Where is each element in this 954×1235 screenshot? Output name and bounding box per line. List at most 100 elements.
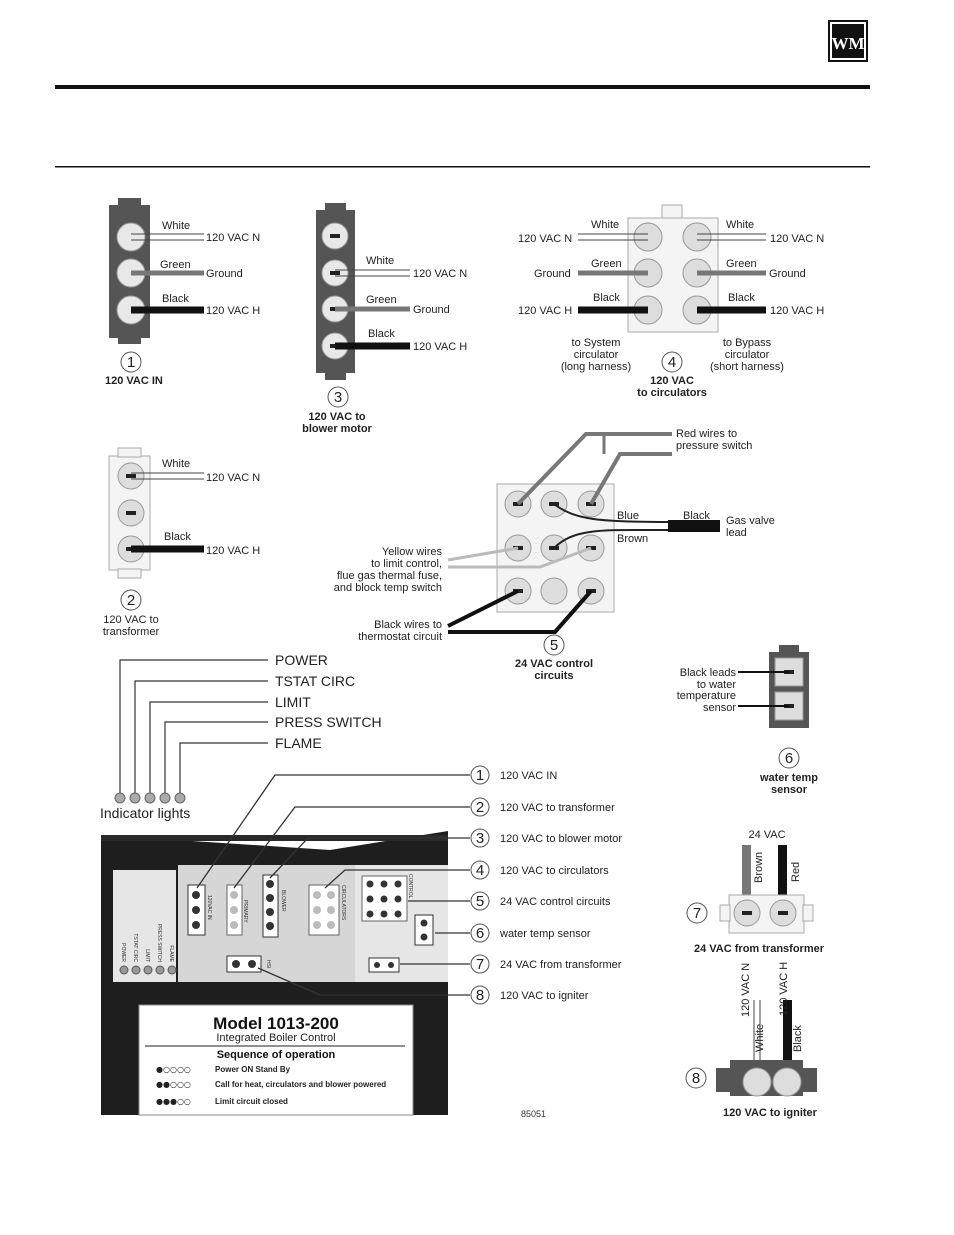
c4-right-vac-h: 120 VAC H (770, 305, 824, 317)
c1-vac-h: 120 VAC H (206, 305, 260, 317)
callout-label-8: 120 VAC to igniter (500, 990, 589, 1002)
board-label-blower: BLOWER (280, 890, 286, 912)
c4-bypass-2: circulator (725, 349, 770, 361)
c4-left-vac-n: 120 VAC N (518, 233, 572, 245)
c5-brown: Brown (617, 533, 648, 545)
c3-ground: Ground (413, 304, 450, 316)
c7-brown: Brown (753, 852, 765, 883)
c5-yellow-1: Yellow wires (382, 546, 443, 558)
c4-right-vac-n: 120 VAC N (770, 233, 824, 245)
c6-leads-1: Black leads (680, 667, 737, 679)
c4-system-3: (long harness) (561, 361, 631, 373)
connector-3: White 120 VAC N Green Ground Black 120 V… (302, 203, 467, 435)
callout-label-2: 120 VAC to transformer (500, 802, 615, 814)
light-press-label: PRESS SWITCH (275, 714, 382, 730)
c6-leads-4: sensor (703, 702, 736, 714)
c6-leads-3: temperature (677, 690, 736, 702)
board-led-press: PRESS SWITCH (156, 924, 162, 962)
c3-green: Green (366, 294, 397, 306)
callout-num-5: 5 (476, 893, 484, 910)
logo-text: WM (831, 34, 864, 53)
indicator-lights-caption: Indicator lights (100, 805, 190, 821)
callout-num-7: 7 (476, 956, 484, 973)
c5-yellow-3: flue gas thermal fuse, (337, 570, 442, 582)
c4-system-1: to System (572, 337, 621, 349)
c1-vac-n: 120 VAC N (206, 232, 260, 244)
c7-top: 24 VAC (748, 829, 785, 841)
seq-lights-3: ●●●○○ (156, 1097, 191, 1106)
c8-white: White (754, 1024, 766, 1052)
callout-num-2: 2 (476, 799, 484, 816)
board-label-control: CONTROL (407, 874, 413, 899)
c4-right-green: Green (726, 258, 757, 270)
board-model: Model 1013-200 (213, 1014, 339, 1033)
c3-number: 3 (334, 389, 342, 406)
board-label-primary: PRIMARY (242, 900, 248, 923)
connector-6: Black leads to water temperature sensor … (677, 645, 818, 796)
c5-caption-1: 24 VAC control (515, 658, 593, 670)
board-led-tstat: TSTAT CIRC (132, 933, 138, 962)
board-led-flame: FLAME (168, 945, 174, 962)
light-tstat-label: TSTAT CIRC (275, 673, 355, 689)
c4-number: 4 (668, 354, 676, 371)
callout-label-1: 120 VAC IN (500, 770, 557, 782)
c4-left-black: Black (593, 292, 620, 304)
board-label-120vac-in: 120VAC IN (206, 895, 212, 920)
c5-blackw-2: thermostat circuit (358, 631, 442, 643)
board-label-hsi: HSI (265, 960, 271, 968)
seq-lights-1: ●○○○○ (156, 1065, 191, 1074)
callout-num-4: 4 (476, 862, 484, 879)
c5-gas-1: Gas valve (726, 515, 775, 527)
connector-5: Red wires to pressure switch Blue Brown … (334, 428, 775, 682)
c1-black: Black (162, 293, 189, 305)
c6-caption-1: water temp (759, 772, 818, 784)
c6-caption-2: sensor (771, 784, 808, 796)
c5-gas-2: lead (726, 527, 747, 539)
c3-caption-1: 120 VAC to (308, 411, 366, 423)
c4-caption-2: to circulators (637, 387, 707, 399)
seq-text-1: Power ON Stand By (215, 1065, 291, 1074)
c4-left-ground: Ground (534, 268, 571, 280)
c5-blackw-1: Black wires to (374, 619, 442, 631)
board-led-limit: LIMIT (144, 949, 150, 962)
callout-label-6: water temp sensor (499, 928, 591, 940)
c2-black: Black (164, 531, 191, 543)
c3-black: Black (368, 328, 395, 340)
board-led-power: POWER (120, 943, 126, 962)
c8-number: 8 (692, 1070, 700, 1087)
c8-vac-n: 120 VAC N (740, 963, 752, 1017)
c4-left-green: Green (591, 258, 622, 270)
c2-vac-h: 120 VAC H (206, 545, 260, 557)
callout-num-3: 3 (476, 830, 484, 847)
c2-vac-n: 120 VAC N (206, 472, 260, 484)
seq-text-3: Limit circuit closed (215, 1097, 288, 1106)
c7-caption: 24 VAC from transformer (694, 943, 825, 955)
c1-number: 1 (127, 354, 135, 371)
header-rule-thick (55, 85, 870, 89)
c1-green: Green (160, 259, 191, 271)
c7-red: Red (790, 862, 802, 882)
callout-num-8: 8 (476, 987, 484, 1004)
callout-label-3: 120 VAC to blower motor (500, 833, 622, 845)
c3-vac-h: 120 VAC H (413, 341, 467, 353)
callout-num-6: 6 (476, 925, 484, 942)
callout-leaders (196, 774, 470, 996)
light-power-label: POWER (275, 652, 328, 668)
wm-logo: WM (828, 20, 868, 62)
c7-number: 7 (693, 905, 701, 922)
c3-caption-2: blower motor (302, 423, 372, 435)
c2-white: White (162, 458, 190, 470)
c6-number: 6 (785, 750, 793, 767)
seq-text-2: Call for heat, circulators and blower po… (215, 1080, 386, 1089)
c4-system-2: circulator (574, 349, 619, 361)
c5-red-1: Red wires to (676, 428, 737, 440)
callout-num-1: 1 (476, 767, 484, 784)
c5-caption-2: circuits (534, 670, 573, 682)
c5-yellow-4: and block temp switch (334, 582, 442, 594)
c6-leads-2: to water (697, 679, 736, 691)
connector-8: 120 VAC N 120 VAC H White Black 8 120 VA… (685, 962, 818, 1119)
light-limit-label: LIMIT (275, 694, 311, 710)
callout-label-5: 24 VAC control circuits (500, 896, 611, 908)
connector-7: 24 VAC Brown Red 7 24 VAC from transform… (686, 829, 825, 955)
